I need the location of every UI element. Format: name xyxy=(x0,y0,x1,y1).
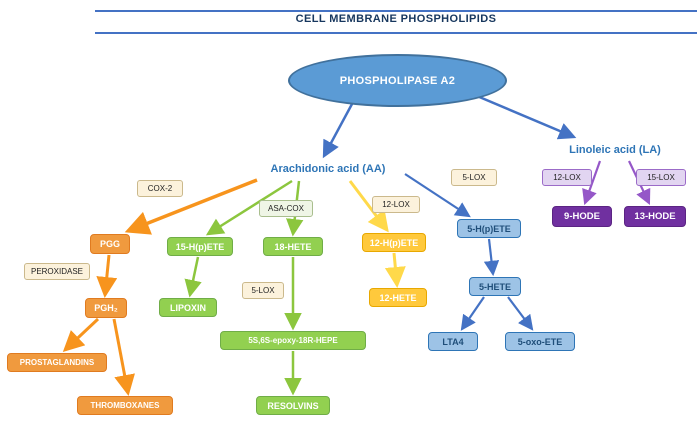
bottom-rule xyxy=(95,32,697,34)
node-pgg: PGG xyxy=(90,234,130,254)
node-9-hode: 9-HODE xyxy=(552,206,612,227)
arrow-pgh2-to-thromboxanes xyxy=(112,318,135,396)
arrow-5hete-to-5oxoete xyxy=(507,296,534,331)
node-lta4: LTA4 xyxy=(428,332,478,351)
enzyme-15lox-la-label: 15-LOX xyxy=(636,169,686,186)
node-15-hpete: 15-H(p)ETE xyxy=(167,237,233,256)
node-prostaglandins: PROSTAGLANDINS xyxy=(7,353,107,372)
linoleic-acid-label: Linoleic acid (LA) xyxy=(569,144,661,156)
node-5-hete: 5-HETE xyxy=(469,277,521,296)
enzyme-cox2-label: COX-2 xyxy=(137,180,183,197)
arrow-pla2-to-aa xyxy=(322,103,354,159)
node-5-oxo-ete: 5-oxo-ETE xyxy=(505,332,575,351)
enzyme-peroxidase-label: PEROXIDASE xyxy=(24,263,90,280)
node-12-hpete: 12-H(p)ETE xyxy=(362,233,426,252)
arrow-pgh2-to-prostaglandins xyxy=(62,317,100,353)
phospholipase-a2-node: PHOSPHOLIPASE A2 xyxy=(288,54,507,107)
arrow-5hpete-to-5hete xyxy=(483,238,500,277)
node-pgh2: PGH₂ xyxy=(85,298,127,318)
node-5-hpete: 5-H(p)ETE xyxy=(457,219,521,238)
arrow-12hpete-to-12hete xyxy=(384,252,406,288)
enzyme-5lox-mid-label: 5-LOX xyxy=(242,282,284,299)
node-epoxy-hepe: 5S,6S-epoxy-18R-HEPE xyxy=(220,331,366,350)
arrow-pgg-to-pgh2 xyxy=(96,254,118,298)
enzyme-12lox-la-label: 12-LOX xyxy=(542,169,592,186)
node-thromboxanes: THROMBOXANES xyxy=(77,396,173,415)
node-lipoxin: LIPOXIN xyxy=(159,298,217,317)
enzyme-12lox-aa-label: 12-LOX xyxy=(372,196,420,213)
arachidonic-acid-label: Arachidonic acid (AA) xyxy=(270,163,386,175)
enzyme-asa-cox-label: ASA-COX xyxy=(259,200,313,217)
diagram-title: CELL MEMBRANE PHOSPHOLIPIDS xyxy=(295,13,497,25)
node-13-hode: 13-HODE xyxy=(624,206,686,227)
node-18-hete: 18-HETE xyxy=(263,237,323,256)
node-resolvins: RESOLVINS xyxy=(256,396,330,415)
top-rule xyxy=(95,10,697,12)
enzyme-5lox-right-label: 5-LOX xyxy=(451,169,497,186)
arrow-5hete-to-lta4 xyxy=(460,296,485,331)
arrow-15hpete-to-lipoxin xyxy=(184,256,202,298)
node-12-hete: 12-HETE xyxy=(369,288,427,307)
arrow-pla2-to-la xyxy=(476,94,577,140)
